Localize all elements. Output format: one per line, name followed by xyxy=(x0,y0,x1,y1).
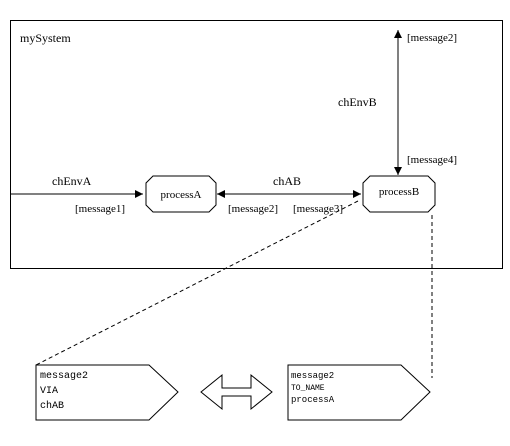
channel-chenva-signal: [message1] xyxy=(75,203,125,215)
process-a-label: processA xyxy=(161,189,202,201)
double-arrow-icon xyxy=(200,373,273,411)
input-symbol-line-1: message2 xyxy=(291,371,334,381)
input-symbol[interactable] xyxy=(287,364,431,421)
channel-chab-signal-to-b: [message3] xyxy=(293,203,343,215)
channel-chenvb-signal-out: [message2] xyxy=(407,32,457,44)
process-b-box[interactable] xyxy=(362,175,436,213)
output-symbol-line-1: message2 xyxy=(40,371,88,382)
input-symbol-line-2: TO_NAME xyxy=(291,384,325,393)
channel-chenvb-signal-in: [message4] xyxy=(407,154,457,166)
output-symbol-line-2: VIA xyxy=(40,386,58,397)
channel-chenvb-label: chEnvB xyxy=(338,95,377,109)
system-name: mySystem xyxy=(20,31,71,45)
channel-chab-label: chAB xyxy=(273,174,301,188)
callout-line-left xyxy=(35,200,359,366)
output-symbol[interactable] xyxy=(35,364,179,421)
input-symbol-line-3: processA xyxy=(291,395,335,405)
channel-chenva-label: chEnvA xyxy=(52,174,92,188)
system-frame xyxy=(10,20,503,269)
output-symbol-line-3: chAB xyxy=(40,400,64,412)
channel-chab-signal-to-a: [message2] xyxy=(228,203,278,215)
process-a-box[interactable] xyxy=(145,175,217,213)
process-b-label: processB xyxy=(379,186,419,198)
